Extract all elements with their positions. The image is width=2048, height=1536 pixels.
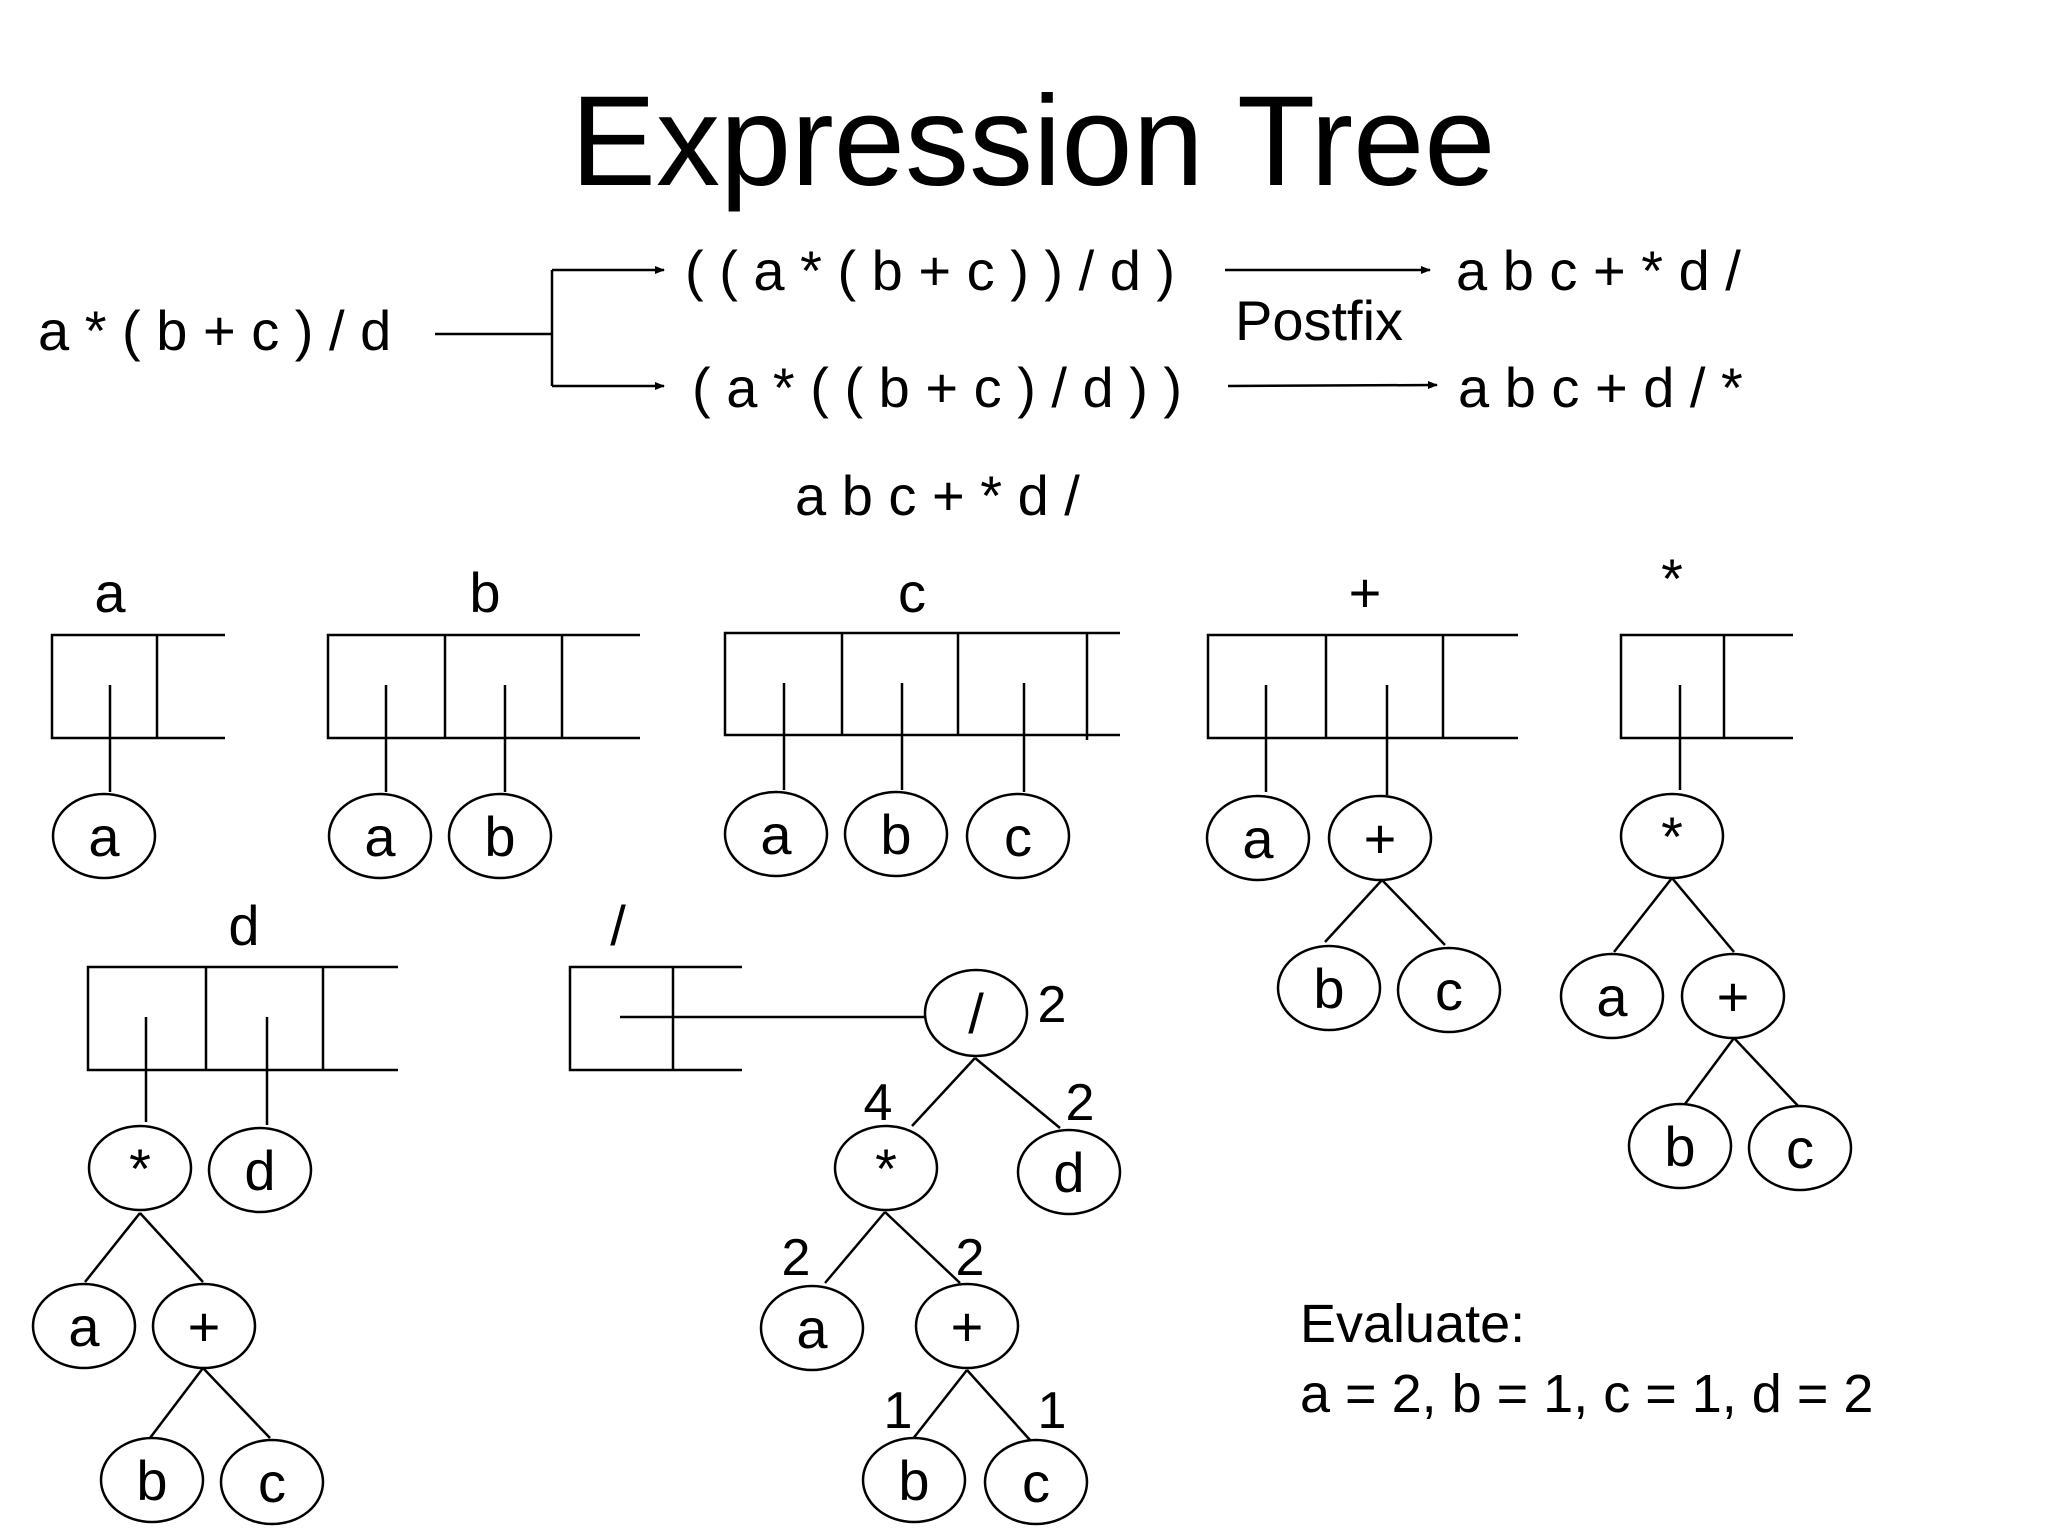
tree-node: [219, 1438, 325, 1526]
postfix-label: Postfix: [1235, 289, 1403, 352]
tree-node: [1559, 952, 1665, 1040]
parenthesization-1: ( ( a * ( b + c ) ) / d ): [685, 239, 1175, 302]
tree-node: [1016, 1128, 1122, 1216]
tree-node: [1327, 794, 1433, 882]
node-label: c: [1435, 959, 1463, 1022]
tree-node: [1205, 794, 1311, 882]
node-label: b: [136, 1449, 167, 1512]
node-label: b: [1313, 957, 1344, 1020]
eval-b: 1: [884, 1382, 913, 1440]
step-b: b a b: [326, 561, 640, 880]
tree-node: [1619, 792, 1725, 880]
tree-node: [983, 1438, 1089, 1526]
node-label: b: [484, 805, 515, 868]
eval-plus: 2: [956, 1229, 985, 1287]
node-label: a: [760, 803, 792, 866]
tree-node: [843, 790, 949, 878]
tree-node: [914, 1282, 1020, 1370]
tree-node: [965, 792, 1071, 880]
node-label: a: [1242, 807, 1274, 870]
node-label: d: [1053, 1141, 1084, 1204]
step-a: a a: [50, 561, 225, 880]
stack: [723, 631, 1120, 740]
node-label: *: [875, 1137, 897, 1200]
node-label: b: [880, 803, 911, 866]
tree-node: [327, 792, 433, 880]
stack: [1619, 633, 1793, 740]
tree-node: [207, 1126, 313, 1214]
step-slash: / / * d a + b c 2 4 2 2 2 1 1: [568, 894, 1122, 1526]
node-label: a: [364, 805, 396, 868]
postfix-result-1: a b c + * d /: [1456, 239, 1741, 302]
tree-node: [1680, 952, 1786, 1040]
stack: [568, 965, 742, 1072]
tree-node: [1396, 946, 1502, 1034]
node-label: a: [796, 1297, 828, 1360]
node-label: d: [244, 1139, 275, 1202]
tree-node: [99, 1436, 205, 1524]
node-label: b: [1664, 1115, 1695, 1178]
tree-node: [923, 968, 1029, 1058]
step-symbol: a: [94, 561, 126, 624]
step-symbol: d: [228, 894, 259, 957]
node-label: c: [1786, 1117, 1814, 1180]
eval-c: 1: [1038, 1382, 1067, 1440]
tree-node: [861, 1436, 967, 1524]
node-label: *: [129, 1137, 151, 1200]
page-title: Expression Tree: [571, 70, 1496, 213]
node-label: a: [68, 1295, 100, 1358]
stack: [1206, 633, 1518, 740]
step-symbol: b: [469, 561, 500, 624]
evaluate-values: a = 2, b = 1, c = 1, d = 2: [1300, 1364, 1873, 1424]
step-symbol: *: [1661, 547, 1683, 610]
stack: [326, 633, 640, 740]
evaluate-heading: Evaluate:: [1300, 1294, 1525, 1354]
eval-root: 2: [1038, 976, 1067, 1034]
tree-node: [1627, 1102, 1733, 1190]
postfix-input: a b c + * d /: [795, 464, 1080, 527]
infix-expression: a * ( b + c ) / d: [38, 299, 391, 362]
tree-node: [723, 790, 829, 878]
postfix-result-2: a b c + d / *: [1458, 356, 1743, 419]
node-label: /: [968, 982, 984, 1045]
node-label: a: [88, 805, 120, 868]
step-symbol: +: [1349, 561, 1382, 624]
step-plus: + a + b c: [1205, 561, 1518, 1034]
node-label: +: [1364, 807, 1397, 870]
tree-node: [51, 792, 157, 880]
stack: [50, 633, 225, 740]
node-label: +: [1717, 965, 1750, 1028]
node-label: c: [1022, 1451, 1050, 1514]
eval-d: 2: [1066, 1074, 1095, 1132]
node-label: *: [1661, 805, 1683, 868]
node-label: b: [898, 1449, 929, 1512]
eval-star: 4: [864, 1074, 893, 1132]
step-symbol: /: [610, 894, 626, 957]
stack: [86, 965, 398, 1072]
tree-node: [31, 1282, 137, 1370]
step-d: d * d a + b c: [31, 894, 398, 1526]
step-c: c a b c: [723, 561, 1120, 880]
postfix-arrow-2: [1227, 381, 1438, 390]
step-star: * * a + b c: [1559, 547, 1853, 1192]
node-label: a: [1596, 965, 1628, 1028]
tree-node: [1747, 1104, 1853, 1192]
tree-node: [87, 1124, 193, 1212]
tree-node: [759, 1284, 865, 1372]
tree-node: [833, 1124, 939, 1212]
step-symbol: c: [898, 561, 926, 624]
node-label: +: [188, 1295, 221, 1358]
node-label: c: [1004, 805, 1032, 868]
tree-node: [447, 792, 553, 880]
tree-node: [1276, 944, 1382, 1032]
tree-node: [151, 1282, 257, 1370]
eval-a: 2: [782, 1229, 811, 1287]
parenthesization-2: ( a * ( ( b + c ) / d ) ): [692, 356, 1182, 419]
conversion-section: a * ( b + c ) / d ( ( a * ( b + c ) ) / …: [38, 239, 1743, 527]
node-label: +: [951, 1295, 984, 1358]
evaluate-note: Evaluate: a = 2, b = 1, c = 1, d = 2: [1300, 1294, 1873, 1424]
node-label: c: [258, 1451, 286, 1514]
